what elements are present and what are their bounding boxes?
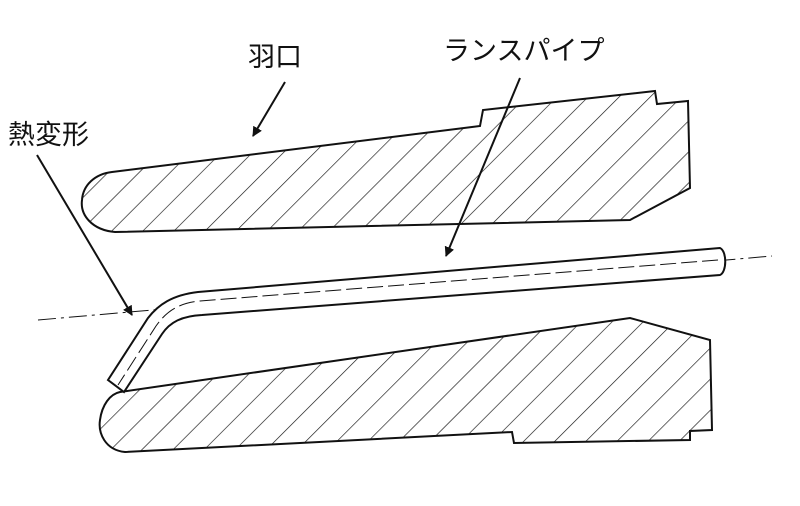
- thermal-deformation-label: 熱変形: [8, 120, 89, 151]
- tuyere-lower-wall: [98, 316, 714, 454]
- tuyere-label: 羽口: [248, 42, 302, 73]
- lance-pipe-leader-arrow: [444, 77, 521, 257]
- lance-pipe-label: ランスパイプ: [443, 36, 605, 67]
- lance-pipe: [106, 246, 727, 394]
- tuyere-upper-wall: [80, 89, 692, 234]
- lance-pipe-bore: [117, 259, 719, 386]
- tuyere-leader-arrow: [252, 81, 286, 137]
- thermal-deformation-leader-arrow: [36, 154, 133, 316]
